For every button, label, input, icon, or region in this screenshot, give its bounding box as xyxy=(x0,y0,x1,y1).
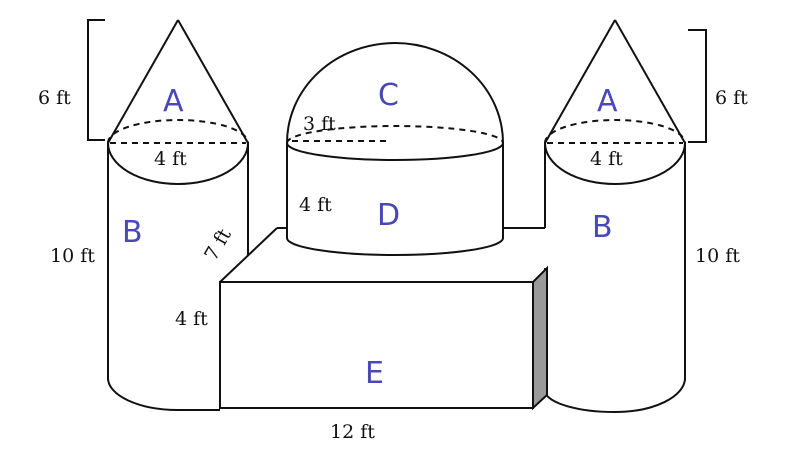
left-cone xyxy=(107,19,249,144)
box-front-face xyxy=(219,281,534,409)
dome-base-hidden-edge xyxy=(286,125,504,144)
drum-bottom-edge xyxy=(286,237,504,256)
cylinder-left-letter: B xyxy=(122,215,143,250)
left-cylinder-top-front-edge xyxy=(107,142,249,185)
dome-base-front-edge xyxy=(286,142,504,161)
cone-right-diameter-label: 4 ft xyxy=(590,148,623,170)
right-cylinder-top-front-edge xyxy=(544,142,686,185)
box-length-label: 12 ft xyxy=(330,421,375,443)
box-letter: E xyxy=(365,356,384,391)
cone-right-height-label: 6 ft xyxy=(715,87,748,109)
box-side-face xyxy=(532,265,548,411)
cylinder-right-height-label: 10 ft xyxy=(695,245,740,267)
left-cylinder xyxy=(107,142,249,411)
cone-left-height-label: 6 ft xyxy=(38,87,71,109)
box-top-left-depth-edge xyxy=(219,227,278,283)
dome-letter: C xyxy=(378,78,399,113)
cone-right-letter: A xyxy=(597,84,618,119)
cylinder-left-height-label: 10 ft xyxy=(50,245,95,267)
drum-letter: D xyxy=(377,198,400,233)
right-height-bracket xyxy=(688,29,707,143)
drum-cylinder xyxy=(286,143,504,256)
left-height-bracket xyxy=(87,19,105,141)
dome-radius-label: 3 ft xyxy=(303,113,336,135)
right-cone-base-hidden-edge xyxy=(544,119,686,144)
left-cone-base-hidden-edge xyxy=(107,119,249,144)
right-cylinder xyxy=(544,142,686,414)
box-height-label: 4 ft xyxy=(175,308,208,330)
cone-left-diameter-label: 4 ft xyxy=(154,148,187,170)
dome-outline xyxy=(286,42,504,144)
hemisphere-dome xyxy=(286,42,504,161)
cylinder-right-letter: B xyxy=(592,210,613,245)
cone-left-letter: A xyxy=(163,84,184,119)
right-cone xyxy=(544,19,686,144)
drum-height-label: 4 ft xyxy=(299,194,332,216)
